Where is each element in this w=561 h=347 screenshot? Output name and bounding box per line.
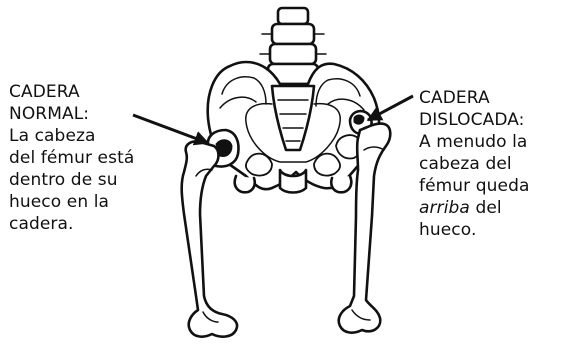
normal-hip-subtitle: NORMAL:	[9, 103, 159, 125]
dislocated-hip-label: CADERA DISLOCADA: A menudo la cabeza del…	[419, 87, 561, 241]
dislocated-hip-text-line: fémur queda	[419, 175, 561, 197]
normal-hip-text-line: del fémur está	[9, 147, 159, 169]
left-femur	[182, 141, 237, 336]
dislocated-hip-text-fragment: del	[470, 198, 502, 218]
dislocated-hip-text-line: hueco.	[419, 219, 561, 241]
emphasis-word: arriba	[419, 198, 470, 218]
normal-hip-text-line: hueco en la	[9, 191, 159, 213]
normal-hip-title: CADERA	[9, 81, 159, 103]
dislocated-hip-text-line: arriba del	[419, 197, 561, 219]
normal-hip-text-line: La cabeza	[9, 125, 159, 147]
dislocated-hip-text-line: A menudo la	[419, 131, 561, 153]
normal-hip-label: CADERA NORMAL: La cabeza del fémur está …	[9, 81, 159, 235]
normal-hip-text-line: cadera.	[9, 213, 159, 235]
normal-hip-text-line: dentro de su	[9, 169, 159, 191]
dislocated-hip-title: CADERA	[419, 87, 561, 109]
dislocated-hip-text-line: cabeza del	[419, 153, 561, 175]
dislocated-hip-subtitle: DISLOCADA:	[419, 109, 561, 131]
